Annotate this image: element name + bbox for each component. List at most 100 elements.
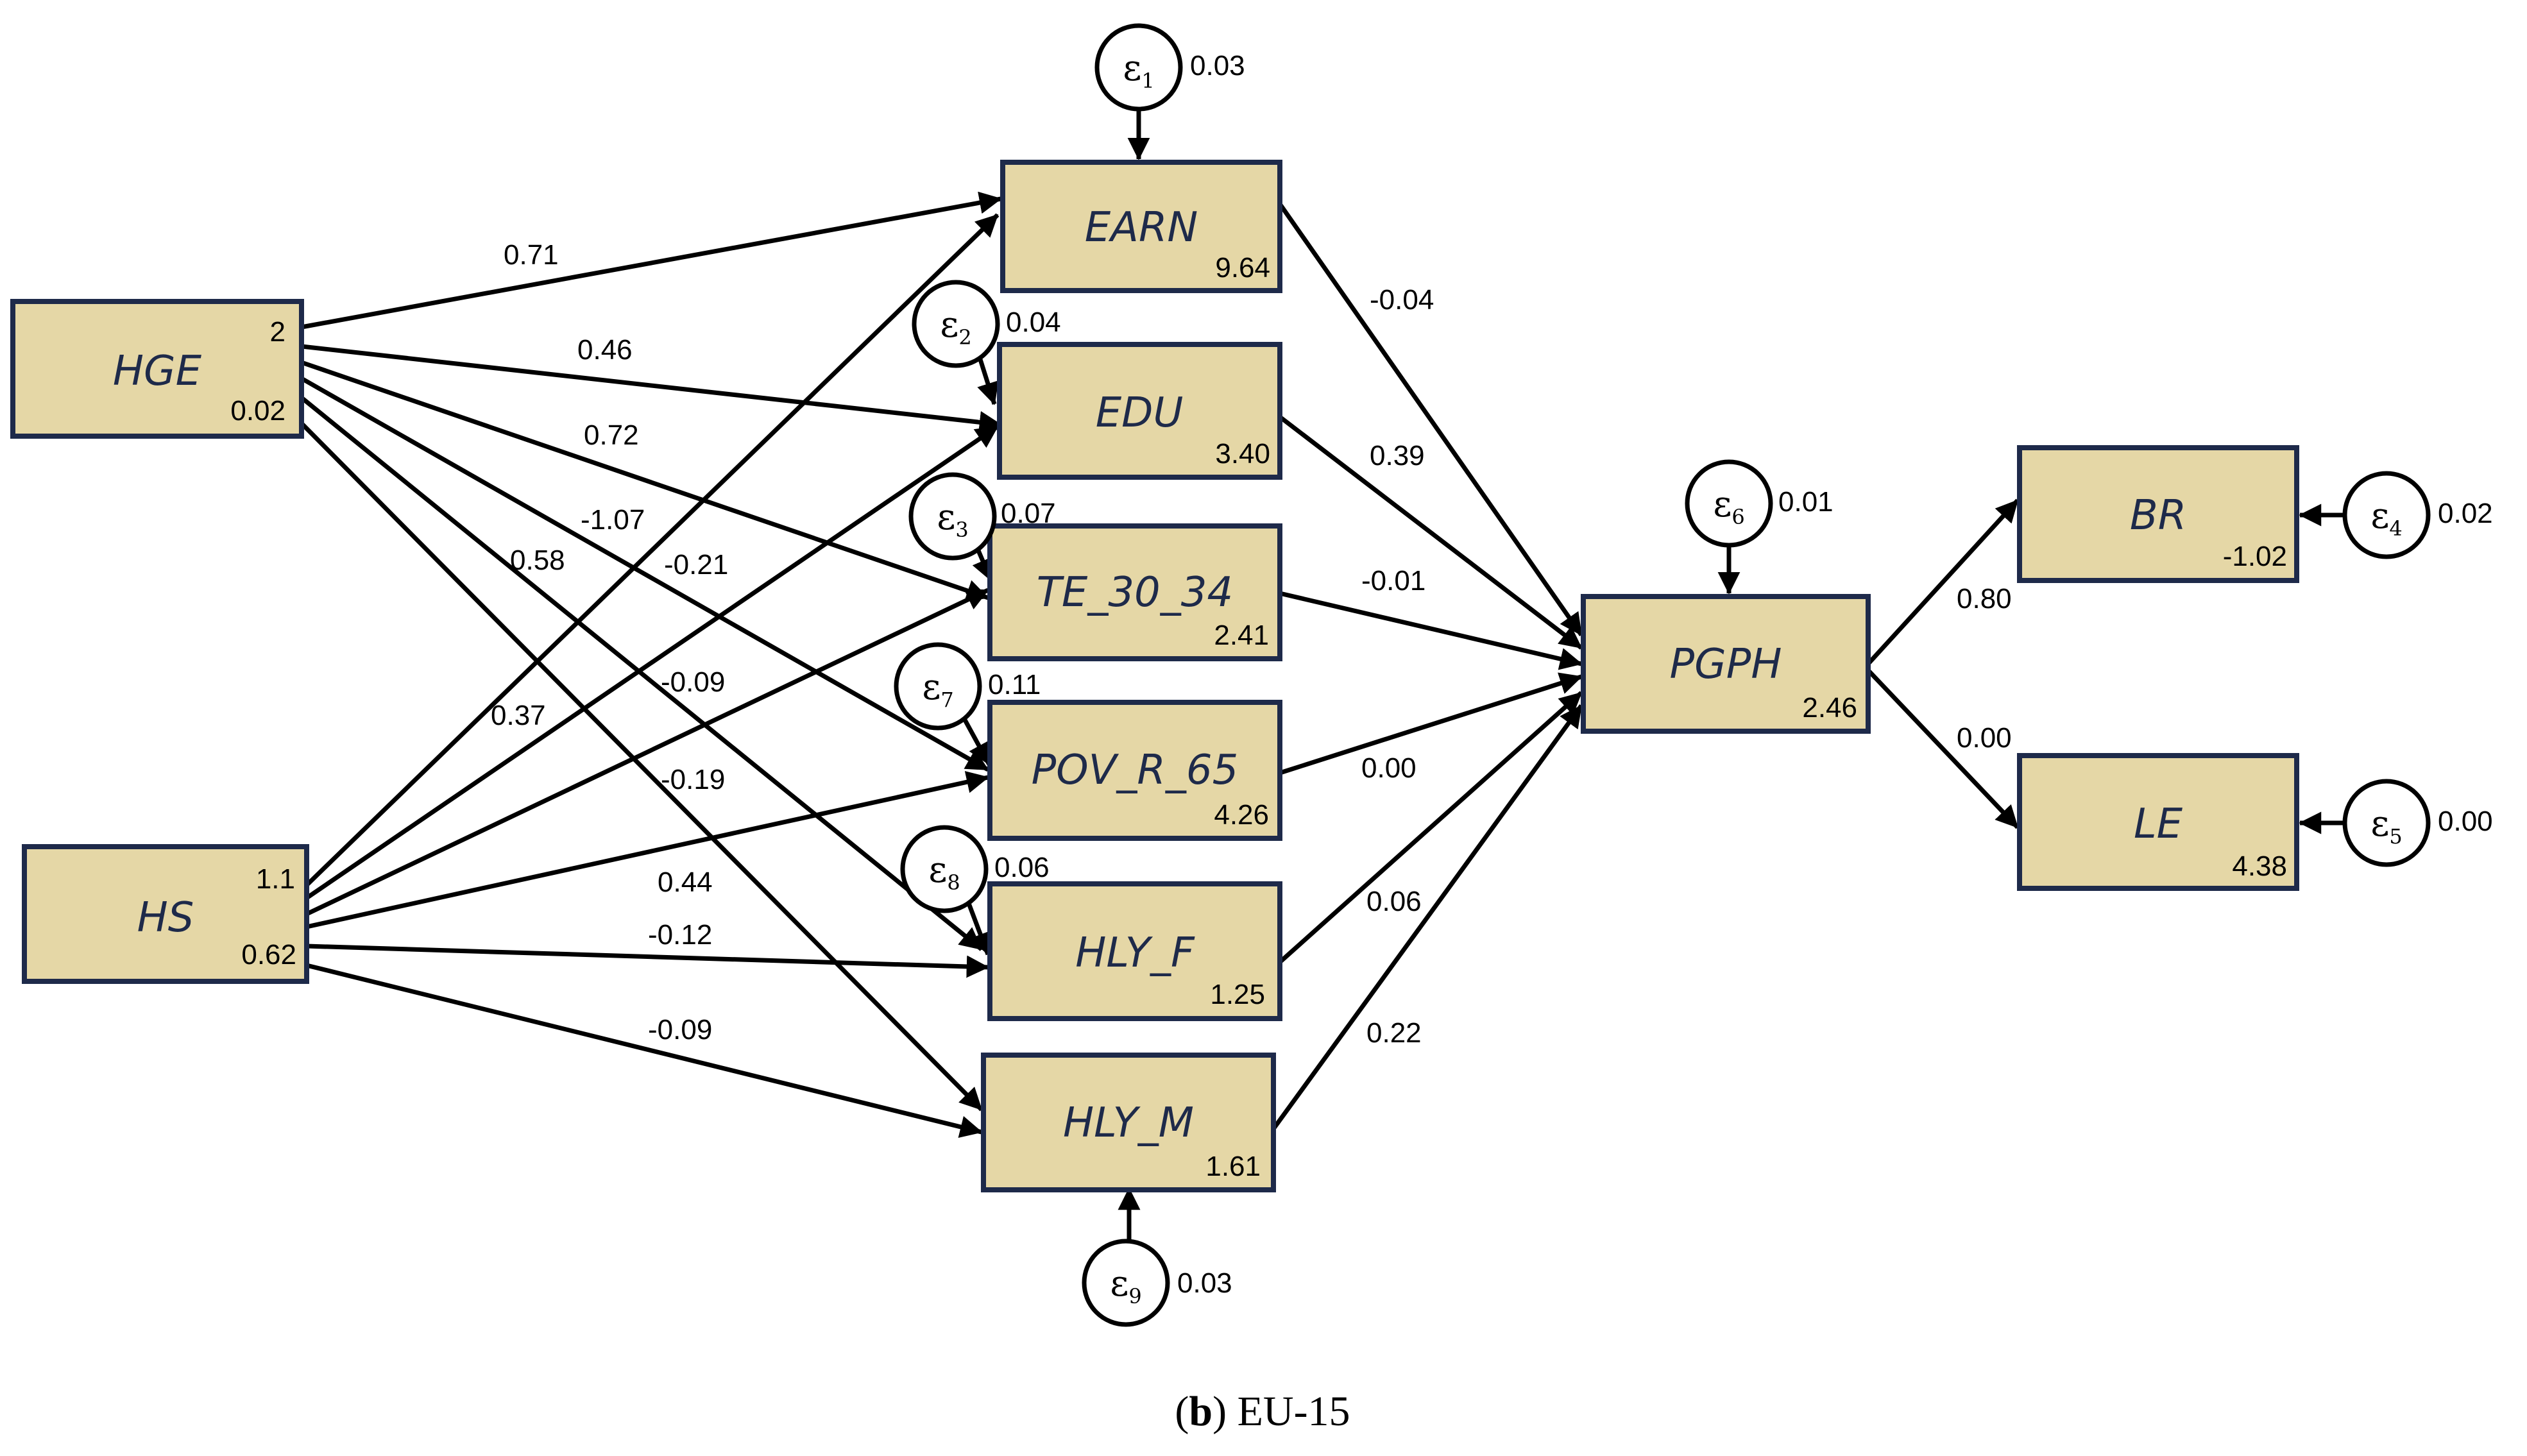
edge-hlyf-pgph (1278, 691, 1583, 964)
error-e2-circle (912, 280, 1000, 368)
error-e4-circle (2342, 471, 2431, 559)
error-e5-circle (2342, 779, 2431, 867)
error-e7: ε7 0.11 (894, 642, 1041, 731)
node-pgph-value: 2.46 (1802, 692, 1857, 724)
error-e3-circle (908, 472, 997, 561)
node-hlym: HLY_M 1.61 (981, 1053, 1276, 1192)
node-pov: POV_R_65 4.26 (987, 700, 1282, 841)
edge-hs-hlyf (306, 944, 989, 978)
coef-hs-hlyf: -0.12 (648, 919, 712, 951)
node-pov-box (987, 700, 1282, 841)
node-le-name: LE (2134, 800, 2183, 848)
edge-e7-pov (960, 714, 992, 766)
edge-pgph-br (1866, 498, 2020, 666)
coef-hge-pov: -1.07 (581, 504, 645, 536)
error-e7-value: 0.11 (988, 669, 1041, 700)
error-e1: ε1 0.03 (1094, 23, 1245, 112)
node-edu: EDU 3.40 (997, 342, 1282, 480)
node-hlyf-box (987, 881, 1282, 1021)
node-hlyf-value: 1.25 (1210, 979, 1265, 1010)
error-e4-label: ε4 (2370, 495, 2402, 541)
node-hlym-name: HLY_M (1063, 1099, 1194, 1147)
error-e9: ε9 0.03 (1082, 1239, 1232, 1327)
edge-hge-edu (301, 344, 1002, 434)
coef-pgph-le: 0.00 (1957, 722, 2012, 754)
edge-hge-te (300, 360, 989, 602)
error-e1-circle (1094, 23, 1183, 112)
node-earn: EARN 9.64 (1000, 160, 1282, 293)
coef-hge-hlym: -0.21 (664, 549, 728, 580)
edge-hs-te (305, 588, 989, 917)
error-e3-label: ε3 (937, 496, 968, 542)
error-e5: ε5 0.00 (2342, 779, 2493, 867)
error-e4-value: 0.02 (2438, 498, 2493, 529)
node-edu-value: 3.40 (1215, 438, 1270, 470)
error-e8-label: ε8 (928, 849, 960, 895)
node-br: BR -1.02 (2017, 445, 2299, 583)
node-hlyf-name: HLY_F (1075, 929, 1195, 977)
error-e1-value: 0.03 (1190, 50, 1245, 81)
node-te-value: 2.41 (1214, 620, 1269, 651)
node-edu-box (997, 342, 1282, 480)
node-br-box (2017, 445, 2299, 583)
edge-pgph-le (1866, 668, 2020, 829)
coef-edu-pgph: 0.39 (1370, 440, 1425, 471)
error-e3-value: 0.07 (1001, 498, 1056, 529)
coef-hs-earn: 0.37 (491, 700, 546, 731)
node-hlym-box (981, 1053, 1276, 1192)
coef-hge-hlyf: 0.58 (510, 545, 565, 576)
figure-caption: (b) EU-15 (1175, 1388, 1350, 1435)
node-le-box (2017, 753, 2299, 891)
node-earn-name: EARN (1085, 204, 1198, 251)
node-hge-box (10, 299, 304, 439)
node-hs: HS 1.1 0.62 (22, 844, 309, 984)
coef-hs-pov: 0.44 (658, 867, 713, 898)
error-e1-label: ε1 (1123, 47, 1154, 93)
coef-hs-hlym: -0.09 (648, 1014, 712, 1045)
coef-hge-edu: 0.46 (577, 334, 633, 366)
edge-earn-pgph (1278, 202, 1583, 637)
node-pgph-box (1581, 594, 1871, 734)
error-e8-value: 0.06 (994, 852, 1050, 883)
node-hge-name: HGE (113, 348, 202, 395)
error-e6-value: 0.01 (1778, 486, 1834, 518)
node-earn-box (1000, 160, 1282, 293)
error-e7-circle (894, 642, 982, 731)
edge-hge-hlym (300, 421, 983, 1112)
error-e5-label: ε5 (2370, 803, 2402, 849)
edge-hs-earn (305, 213, 1000, 887)
node-te-name: TE_30_34 (1037, 569, 1233, 616)
coef-pgph-br: 0.80 (1957, 583, 2012, 614)
error-e6: ε6 0.01 (1685, 459, 1834, 548)
node-br-value: -1.02 (2223, 541, 2287, 572)
edge-edu-pgph (1278, 415, 1583, 650)
node-hs-variance: 0.62 (241, 939, 296, 970)
node-hs-box (22, 844, 309, 984)
node-le-value: 4.38 (2232, 851, 2287, 882)
edge-hge-hlyf (300, 396, 983, 951)
edge-hge-pov (300, 376, 989, 772)
path-coefficients: 0.71 0.46 0.72 -1.07 0.58 -0.21 0.37 -0.… (491, 239, 2012, 1049)
node-te: TE_30_34 2.41 (987, 523, 1282, 661)
coef-hge-te: 0.72 (584, 419, 639, 451)
error-e4: ε4 0.02 (2342, 471, 2493, 559)
coef-earn-pgph: -0.04 (1370, 284, 1434, 316)
error-e5-value: 0.00 (2438, 806, 2493, 837)
error-e2-value: 0.04 (1006, 307, 1061, 338)
node-hge: HGE 2 0.02 (10, 299, 304, 439)
error-e8: ε8 0.06 (900, 825, 1050, 913)
node-br-name: BR (2130, 492, 2186, 539)
edge-pov-pgph (1279, 672, 1583, 775)
edge-hge-earn (301, 191, 1002, 330)
error-e9-value: 0.03 (1177, 1267, 1232, 1299)
node-pgph-name: PGPH (1670, 641, 1782, 688)
coef-pov-pgph: 0.00 (1361, 752, 1417, 784)
node-pov-value: 4.26 (1214, 799, 1269, 831)
coef-hlyf-pgph: 0.06 (1366, 886, 1422, 917)
edge-te-pgph (1279, 591, 1583, 670)
node-hge-variance: 0.02 (230, 395, 285, 427)
coef-hs-te: -0.19 (661, 764, 725, 795)
coef-hge-earn: 0.71 (504, 239, 559, 271)
node-hs-name: HS (137, 894, 194, 942)
edge-hlym-pgph (1272, 704, 1583, 1131)
